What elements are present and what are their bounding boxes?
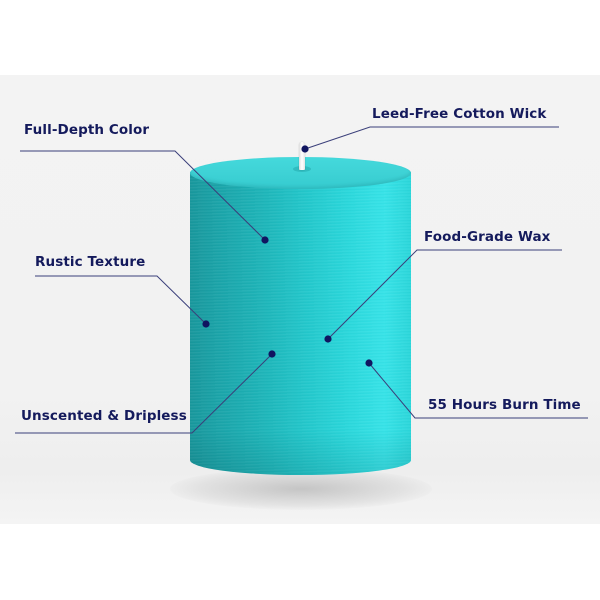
- candle-body: [190, 172, 411, 475]
- callout-label-burn: 55 Hours Burn Time: [428, 397, 581, 413]
- callout-label-wick: Leed-Free Cotton Wick: [372, 106, 547, 122]
- callout-label-color: Full-Depth Color: [24, 122, 150, 138]
- wick-icon: [299, 142, 305, 170]
- callout-label-wax: Food-Grade Wax: [424, 229, 551, 245]
- callout-label-unscented: Unscented & Dripless: [21, 408, 187, 424]
- candle-shadow: [170, 468, 432, 510]
- callout-label-texture: Rustic Texture: [35, 254, 146, 270]
- candle-image: [190, 172, 411, 475]
